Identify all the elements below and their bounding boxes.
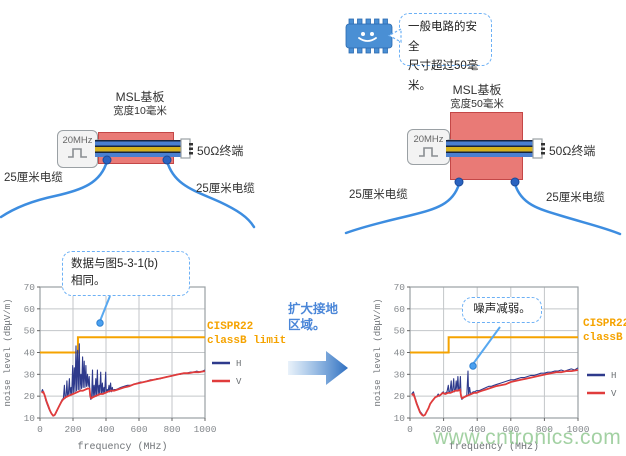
noise-chart-before: 0 200 400 600 800 1000 10 20 30 40 50 60 70 frequency…: [3, 282, 286, 453]
y-tick-label: 50: [24, 326, 36, 337]
y-tick-label: 30: [394, 369, 406, 380]
limit-label: CISPR22: [583, 318, 626, 330]
termination-label-right: 50Ω终端: [549, 144, 596, 158]
legend-label-H: H: [611, 371, 616, 381]
msl-board-label-right: MSL基板 宽度50毫米: [450, 83, 504, 110]
limit-label: CISPR22: [207, 321, 253, 333]
legend-label-V: V: [611, 389, 617, 399]
cable-label: 25厘米电缆: [4, 172, 63, 184]
x-tick-label: 200: [64, 424, 81, 435]
callout-pointer-line: [472, 326, 501, 365]
y-tick-label: 20: [24, 391, 36, 402]
chip-icon: [345, 18, 393, 54]
cable-path: [344, 182, 461, 235]
transmission-line: [95, 140, 182, 157]
series-V: [411, 369, 579, 417]
x-tick-label: 600: [130, 424, 147, 435]
chart-after-callout: 噪声减弱。: [462, 297, 542, 323]
callout-pointer-dot: [96, 319, 104, 327]
x-tick-label: 400: [97, 424, 114, 435]
ground-via-dot: [510, 177, 520, 187]
y-tick-label: 60: [24, 304, 36, 315]
x-tick-label: 800: [163, 424, 180, 435]
cable-path: [0, 159, 109, 219]
x-tick-label: 800: [536, 424, 553, 435]
limit-label: classB limit: [207, 335, 286, 347]
ground-via-dot: [454, 177, 464, 187]
y-tick-label: 10: [24, 413, 36, 424]
series-V: [41, 370, 206, 417]
y-axis-title: noise level (dBμV/m): [373, 298, 383, 406]
pulse-waveform-icon: [418, 147, 438, 157]
watermark: www.cntronics.com: [433, 426, 622, 449]
ground-via-dot: [102, 155, 112, 165]
legend-label-V: V: [236, 377, 242, 387]
signal-source-box-right: 20MHz: [407, 129, 450, 165]
cable-label: 25厘米电缆: [546, 192, 605, 204]
x-tick-label: 400: [469, 424, 486, 435]
cable-path: [513, 182, 622, 236]
callout-pointer-line: [99, 295, 111, 322]
y-tick-label: 50: [394, 326, 406, 337]
chart-before-callout: 数据与图5-3-1(b) 相同。: [62, 251, 190, 296]
y-tick-label: 70: [394, 282, 406, 293]
legend-label-H: H: [236, 359, 241, 369]
x-tick-label: 1000: [567, 424, 590, 435]
ground-via-dot: [162, 155, 172, 165]
y-tick-label: 70: [24, 282, 36, 293]
y-tick-label: 20: [394, 391, 406, 402]
signal-source-label: 20MHz: [413, 134, 444, 145]
terminator-connector: [180, 138, 193, 159]
termination-label-left: 50Ω终端: [197, 144, 244, 158]
y-tick-label: 30: [24, 369, 36, 380]
msl-board-label-left: MSL基板 宽度10毫米: [113, 90, 167, 117]
noise-chart-after: 0 200 400 600 800 1000 10 20 30 40 50 60 70 frequency…: [373, 282, 626, 453]
x-tick-label: 0: [407, 424, 413, 435]
transition-label: 扩大接地 区域。: [288, 302, 339, 333]
x-tick-label: 0: [37, 424, 43, 435]
cispr-limit-line: [40, 336, 205, 354]
chip-speech-bubble: 一般电路的安全 尺寸超过50毫米。: [399, 13, 492, 92]
y-tick-label: 40: [24, 348, 36, 359]
callout-pointer-dot: [469, 362, 477, 370]
cable-label: 25厘米电缆: [349, 189, 408, 201]
terminator-connector: [532, 138, 545, 159]
y-axis-title: noise level (dBμV/m): [3, 298, 13, 406]
pulse-waveform-icon: [67, 148, 87, 158]
y-tick-label: 40: [394, 348, 406, 359]
cispr-limit-line: [410, 336, 578, 354]
cable-label: 25厘米电缆: [196, 183, 255, 195]
y-tick-label: 60: [394, 304, 406, 315]
transmission-line: [446, 140, 534, 157]
cable-path: [165, 159, 256, 229]
limit-label: classB: [583, 332, 623, 344]
transition-arrow: [288, 351, 348, 385]
x-axis-title: frequency (MHz): [449, 441, 539, 453]
x-axis-title: frequency (MHz): [77, 441, 167, 453]
y-tick-label: 10: [394, 413, 406, 424]
signal-source-label: 20MHz: [62, 135, 93, 146]
signal-source-box-left: 20MHz: [57, 130, 98, 168]
x-tick-label: 600: [502, 424, 519, 435]
speech-bubble-tail: [387, 27, 402, 44]
x-tick-label: 200: [435, 424, 452, 435]
x-tick-label: 1000: [194, 424, 217, 435]
